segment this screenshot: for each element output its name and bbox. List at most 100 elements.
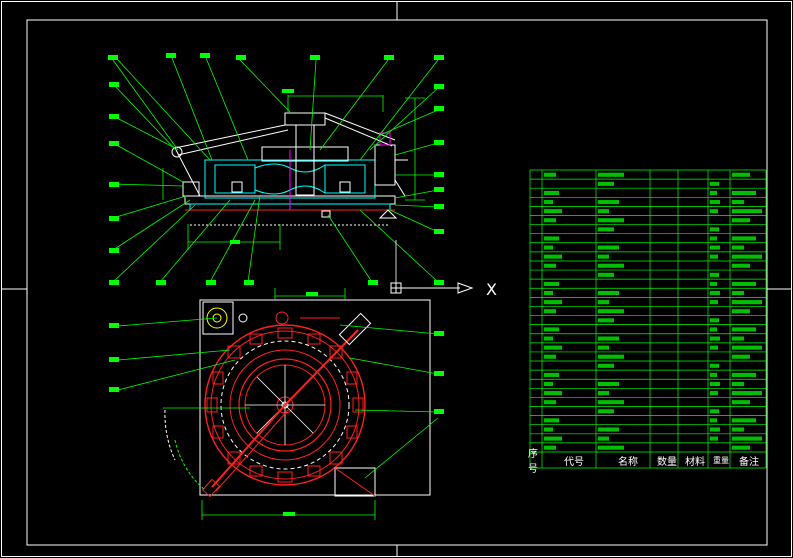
- bom-cell-text: [598, 381, 619, 387]
- bom-cell-text: [544, 436, 562, 441]
- bom-cell-text: [544, 209, 562, 214]
- bom-cell-text: [710, 409, 719, 414]
- bom-cell-text: [732, 427, 744, 432]
- bom-cell-text: [710, 209, 718, 214]
- bom-cell-text: [732, 254, 762, 259]
- bom-cell-text: [732, 327, 756, 332]
- bom-cell-text: [710, 245, 720, 250]
- bom-cell-text: [544, 345, 562, 350]
- bom-cell-text: [544, 200, 553, 205]
- bom-col-seq: 序号: [528, 449, 538, 475]
- bom-col-qty: 数量: [657, 456, 677, 468]
- bom-cell-text: [732, 300, 762, 305]
- bom-cell-text: [710, 181, 719, 186]
- bom-cell-text: [544, 190, 559, 196]
- bom-cell-text: [598, 427, 619, 432]
- bom-cell-text: [544, 254, 562, 259]
- bom-cell-text: [732, 245, 744, 250]
- bom-cell-text: [710, 200, 720, 205]
- bom-col-material: 材料: [685, 456, 705, 468]
- bom-cell-text: [544, 245, 553, 250]
- bom-cell-text: [732, 263, 750, 268]
- front-view: [171, 112, 408, 226]
- bom-cell-text: [544, 309, 556, 314]
- bom-cell-text: [710, 236, 717, 241]
- bom-cell-text: [710, 372, 717, 377]
- bom-cell-text: [710, 436, 718, 441]
- bom-cell-text: [598, 345, 609, 350]
- bom-cell-text: [732, 400, 750, 405]
- bom-cell-text: [544, 372, 559, 377]
- bom-cell-text: [598, 336, 619, 341]
- ucs-icon: [390, 282, 474, 294]
- bom-cell-text: [732, 391, 762, 396]
- bom-cell-text: [732, 381, 744, 387]
- bom-cell-text: [732, 190, 756, 196]
- bom-cell-text: [544, 445, 556, 450]
- bom-cell-text: [710, 391, 718, 396]
- bom-cell-text: [732, 209, 762, 214]
- top-view-balloons: [109, 292, 444, 516]
- bom-cell-text: [598, 318, 614, 323]
- bom-cell-text: [598, 290, 619, 296]
- bom-cell-text: [710, 190, 717, 196]
- bom-cell-text: [544, 300, 562, 305]
- bom-cell-text: [732, 290, 744, 296]
- bom-cell-text: [732, 418, 756, 423]
- bom-cell-text: [732, 281, 756, 286]
- bom-cell-text: [710, 363, 719, 368]
- bom-cell-text: [732, 445, 750, 450]
- bom-cell-text: [598, 254, 609, 259]
- bom-cell-text: [732, 236, 756, 241]
- bom-cell-text: [544, 263, 556, 268]
- bom-cell-text: [710, 227, 719, 232]
- bom-cell-text: [544, 290, 553, 296]
- bom-col-remark: 备注: [739, 456, 759, 468]
- bom-cell-text: [732, 200, 744, 205]
- bom-cell-text: [710, 327, 717, 332]
- front-view-dimensions: [162, 95, 425, 250]
- bom-cell-text: [710, 418, 717, 423]
- bom-cell-text: [710, 281, 717, 286]
- bom-cell-text: [544, 400, 556, 405]
- bom-header-row: 序号 代号 名称 数量 材料 重量 备注: [528, 449, 766, 475]
- front-view-leaders: [112, 57, 439, 283]
- top-view-leaders: [117, 317, 439, 479]
- bom-cell-text: [710, 290, 720, 296]
- bom-cell-text: [544, 327, 559, 332]
- bom-cell-text: [544, 427, 553, 432]
- bom-cell-text: [598, 391, 609, 396]
- bom-cell-text: [732, 345, 762, 350]
- bom-cell-text: [732, 372, 756, 377]
- bom-cell-text: [732, 309, 750, 314]
- bom-cell-text: [732, 336, 744, 341]
- bom-cell-text: [598, 218, 624, 223]
- bom-cell-text: [598, 300, 609, 305]
- bom-cell-text: [544, 281, 559, 286]
- bom-cell-text: [710, 254, 718, 259]
- bom-cell-text: [598, 354, 624, 359]
- bom-cell-text: [710, 427, 720, 432]
- bom-cell-text: [598, 245, 619, 250]
- bom-cell-text: [732, 436, 762, 441]
- bom-cell-text: [544, 172, 556, 177]
- bom-cell-text: [598, 409, 614, 414]
- bom-cell-text: [544, 218, 556, 223]
- bom-cell-text: [710, 300, 718, 305]
- bom-cell-text: [710, 345, 718, 350]
- front-view-balloons: [108, 53, 444, 285]
- bom-cell-text: [598, 263, 624, 268]
- bom-cell-text: [732, 172, 750, 177]
- bom-col-weight: 重量: [713, 455, 729, 465]
- bom-cell-text: [598, 436, 609, 441]
- bom-col-code: 代号: [564, 456, 584, 468]
- bom-cell-text: [710, 336, 720, 341]
- bom-cell-text: [710, 318, 719, 323]
- top-view: [164, 299, 431, 498]
- bom-cell-text: [598, 200, 619, 205]
- bom-table: [529, 169, 767, 469]
- bom-cell-text: [544, 418, 559, 423]
- bom-cell-text: [598, 363, 614, 368]
- bom-cell-text: [598, 209, 609, 214]
